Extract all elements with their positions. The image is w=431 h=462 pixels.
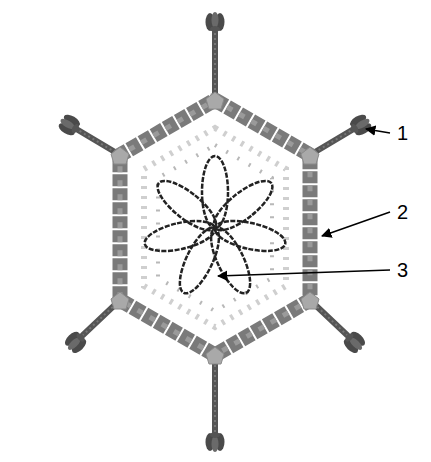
- callout-number: 3: [397, 260, 408, 280]
- leader-line: [218, 129, 390, 276]
- penton: [111, 92, 319, 364]
- callout-number: 2: [397, 202, 408, 222]
- callout-number: 1: [397, 123, 408, 143]
- fiber-knob: [56, 12, 374, 452]
- fiber: [78, 32, 352, 432]
- dna-genome: [142, 156, 288, 299]
- capsid-hexon: [120, 100, 310, 355]
